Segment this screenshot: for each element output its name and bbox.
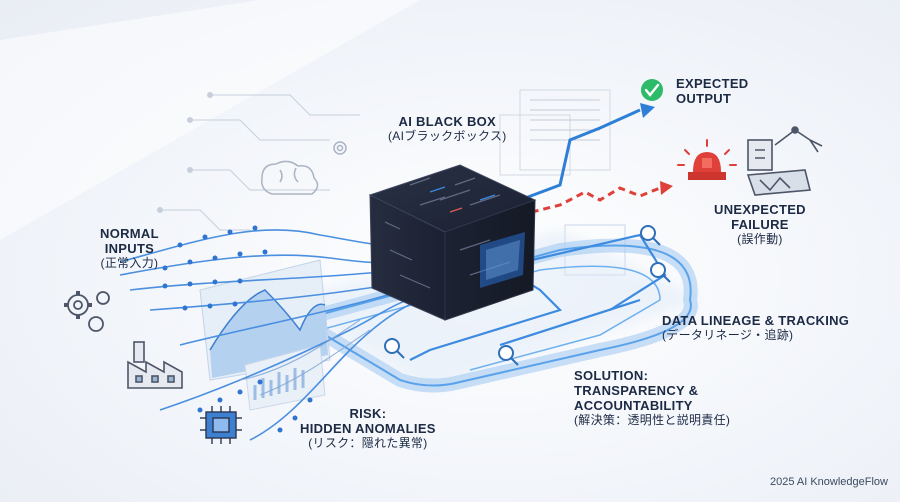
risk-line2: HIDDEN ANOMALIES [300, 421, 436, 436]
magnifier-icon [498, 345, 519, 366]
solution-label: SOLUTION: TRANSPARENCY & ACCOUNTABILITY … [574, 368, 730, 428]
inputs-subtitle: (正常入力) [100, 256, 159, 270]
circuit-lines [157, 92, 360, 231]
chip-icon [200, 406, 242, 444]
risk-label: RISK: HIDDEN ANOMALIES (リスク：隠れた異常) [300, 406, 436, 451]
failure-line1: UNEXPECTED [714, 202, 806, 217]
failure-arrow [519, 181, 673, 217]
robot-arm-icon [746, 126, 823, 196]
expected-line1: EXPECTED [676, 76, 749, 91]
normal-inputs-label: NORMAL INPUTS (正常入力) [100, 226, 159, 271]
expected-line2: OUTPUT [676, 91, 732, 106]
solution-line1: SOLUTION: [574, 368, 649, 383]
magnifier-icon [384, 338, 405, 359]
anomaly-lines [239, 319, 371, 396]
magnifier-icon [640, 225, 661, 246]
alarm-icon [677, 139, 737, 180]
inputs-line2: INPUTS [104, 241, 155, 256]
risk-line1: RISK: [349, 406, 387, 421]
lineage-subtitle: (データリネージ・追跡) [662, 328, 794, 342]
failure-subtitle: (誤作動) [737, 232, 783, 246]
magnifier-icon [650, 262, 671, 283]
failure-label: UNEXPECTED FAILURE (誤作動) [714, 202, 806, 247]
black-box-label: AI BLACK BOX (AIブラックボックス) [388, 114, 507, 144]
chart-panels [199, 259, 331, 411]
gear-icon [64, 291, 110, 332]
black-box-title: AI BLACK BOX [398, 114, 497, 129]
solution-line2: TRANSPARENCY & [574, 383, 699, 398]
brain-icon [260, 160, 319, 195]
black-box-cube [368, 164, 537, 321]
input-dots [162, 225, 313, 433]
black-box-subtitle: (AIブラックボックス) [388, 129, 507, 143]
footer-credit: 2025 AI KnowledgeFlow [769, 476, 888, 488]
inputs-line1: NORMAL [100, 226, 159, 241]
solution-line3: ACCOUNTABILITY [574, 398, 693, 413]
expected-output-label: EXPECTED OUTPUT [676, 76, 748, 106]
expected-arrow [519, 103, 655, 202]
solution-subtitle: (解決策：透明性と説明責任) [574, 413, 731, 427]
factory-icon [127, 341, 183, 389]
data-lineage-label: DATA LINEAGE & TRACKING (データリネージ・追跡) [662, 313, 849, 343]
input-flows [119, 229, 421, 441]
gear-icon [333, 141, 347, 155]
risk-subtitle: (リスク：隠れた異常) [308, 436, 428, 450]
failure-line2: FAILURE [731, 217, 789, 232]
lineage-title: DATA LINEAGE & TRACKING [662, 313, 850, 328]
check-icon [641, 79, 663, 101]
